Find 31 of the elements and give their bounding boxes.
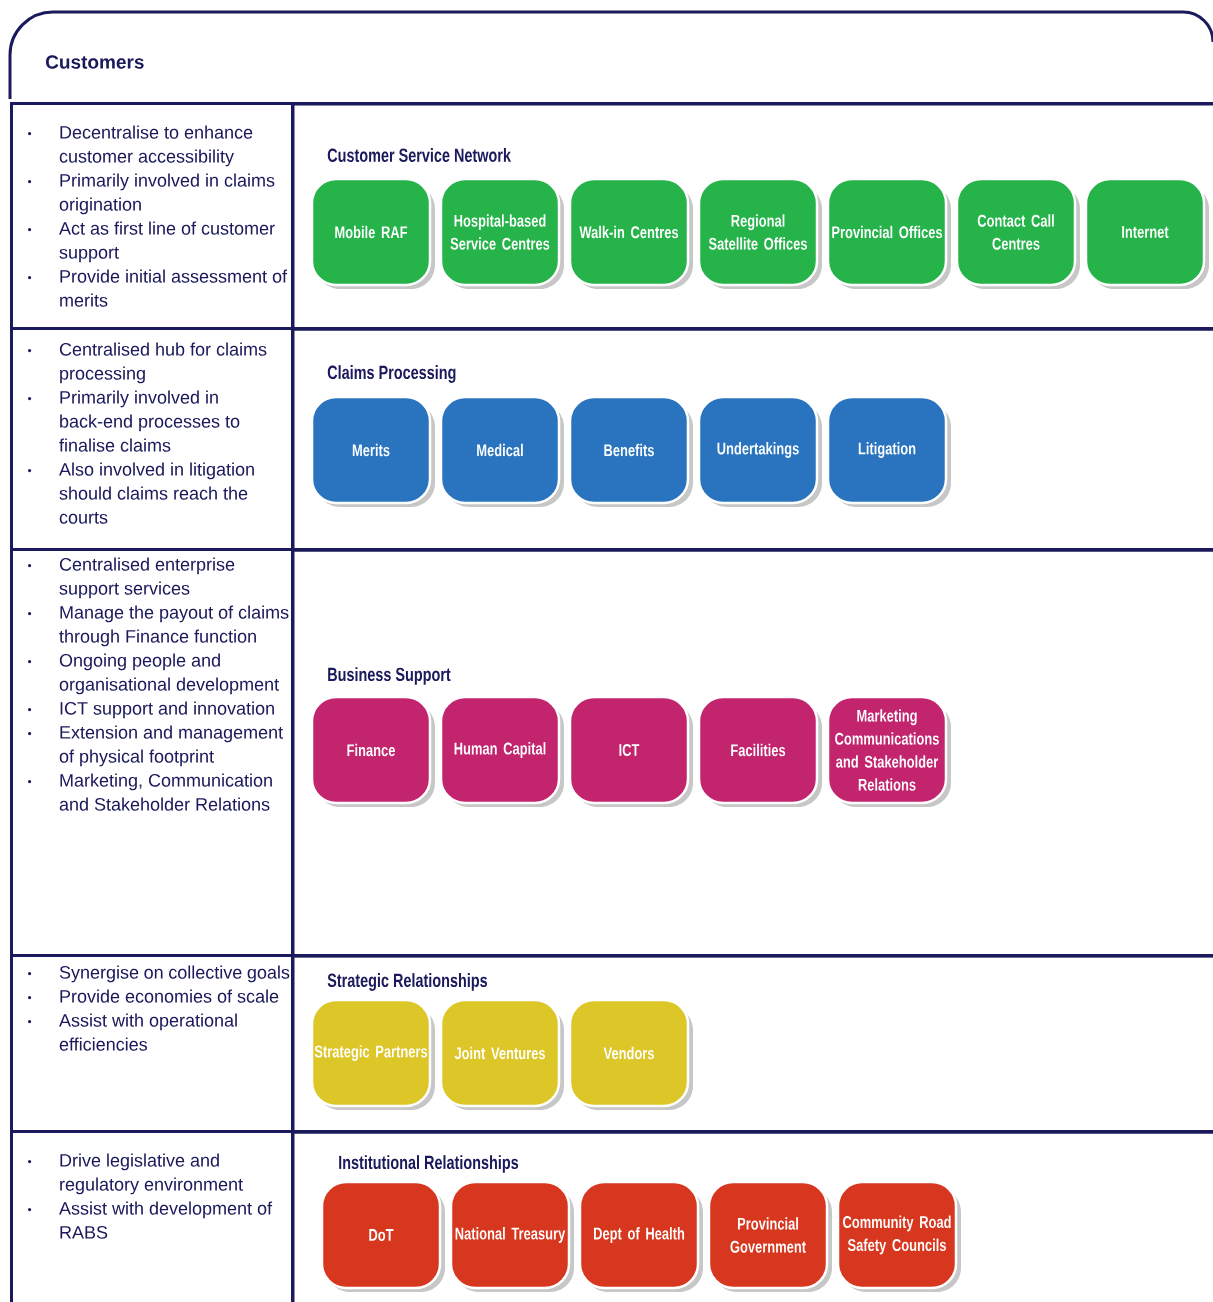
bullet-list-cell: Centralised hub for claims processing Primarily involved in back-end processes to finalise claims Also involved in litigation should claims reach the courts <box>10 327 294 551</box>
rounded-tile: Contact Call Centres <box>955 177 1080 289</box>
rounded-tile: Internet <box>1084 177 1209 289</box>
rounded-tile: Finance <box>310 695 435 807</box>
rounded-tile: Hospital-based Service Centres <box>439 177 564 289</box>
rounded-tile: Strategic Partners <box>310 998 435 1110</box>
rounded-tile: Provincial Offices <box>826 177 951 289</box>
rounded-tile: National Treasury <box>449 1180 574 1292</box>
rounded-tile: Community Road Safety Councils <box>836 1180 961 1292</box>
rounded-tile: Walk-in Centres <box>568 177 693 289</box>
heading: Customers <box>46 55 144 69</box>
rounded-tile: Undertakings <box>697 395 822 507</box>
bullet-list-cell: Decentralise to enhance customer accessibility Primarily involved in claims origination Act as first line of customer support Provide initial assessment of merits <box>10 102 294 330</box>
rounded-tile: Human Capital <box>439 695 564 807</box>
bullet-list-cell: Synergise on collective goals Provide economies of scale Assist with operational efficiencies <box>10 954 294 1133</box>
rounded-tile: Joint Ventures <box>439 998 564 1110</box>
rounded-tile: Litigation <box>826 395 951 507</box>
rounded-tile: Vendors <box>568 998 693 1110</box>
bullet-list-cell: Centralised enterprise support services Manage the payout of claims through Finance function Ongoing people and organisational development ICT support and innovation Extension and management of physical footprint Marketing, Communication and Stakeholder Relations <box>10 548 294 957</box>
rounded-tile: Mobile RAF <box>310 177 435 289</box>
rounded-tile: Medical <box>439 395 564 507</box>
rounded-tile: Facilities <box>697 695 822 807</box>
rounded-tile: Merits <box>310 395 435 507</box>
rounded-tile: DoT <box>320 1180 445 1292</box>
bullet-list-cell: Drive legislative and regulatory environment Assist with development of RABS <box>10 1130 294 1302</box>
rounded-tile: Provincial Government <box>707 1180 832 1292</box>
rounded-tile: Benefits <box>568 395 693 507</box>
rounded-tile: Dept of Health <box>578 1180 703 1292</box>
rounded-tile: Marketing Communications and Stakeholder Relations <box>826 695 951 807</box>
rounded-tile: ICT <box>568 695 693 807</box>
rounded-tile: Regional Satellite Offices <box>697 177 822 289</box>
